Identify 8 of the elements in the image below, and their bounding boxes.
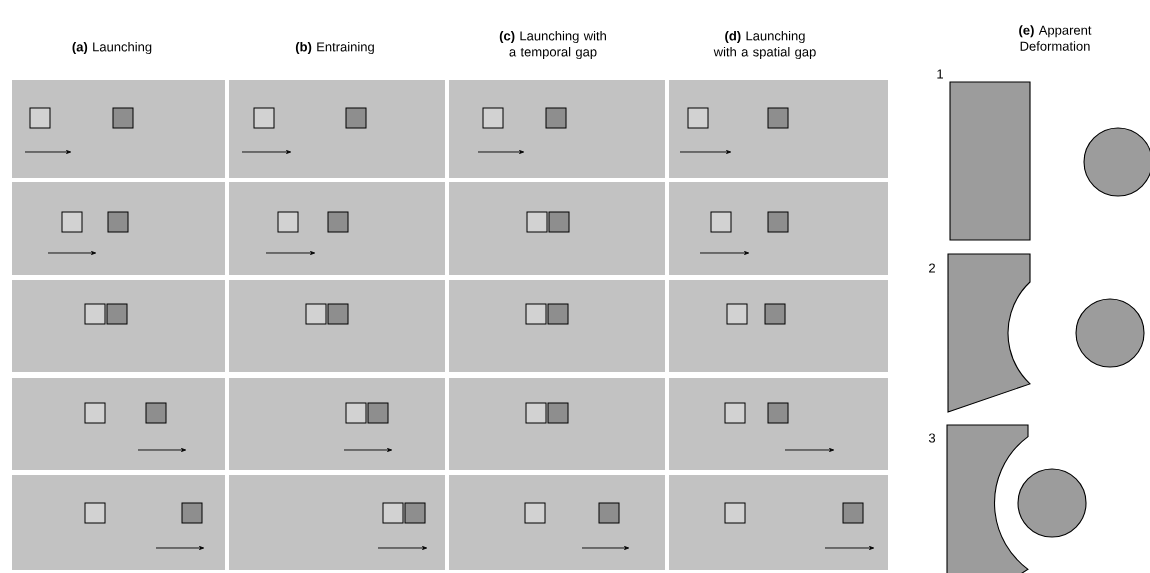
frame-number: 2 xyxy=(929,263,935,273)
frame-number: 1 xyxy=(937,69,943,79)
panel-heading: (c) Launching with a temporal gap xyxy=(499,30,606,60)
panel-heading: (b) Entraining xyxy=(295,41,374,55)
panel-heading: (e) Apparent Deformation xyxy=(1019,25,1092,51)
frame-number: 3 xyxy=(928,433,936,443)
panel-heading: (d) Launching with a spatial gap xyxy=(713,30,816,60)
panel-heading: (a) Launching xyxy=(72,41,152,55)
